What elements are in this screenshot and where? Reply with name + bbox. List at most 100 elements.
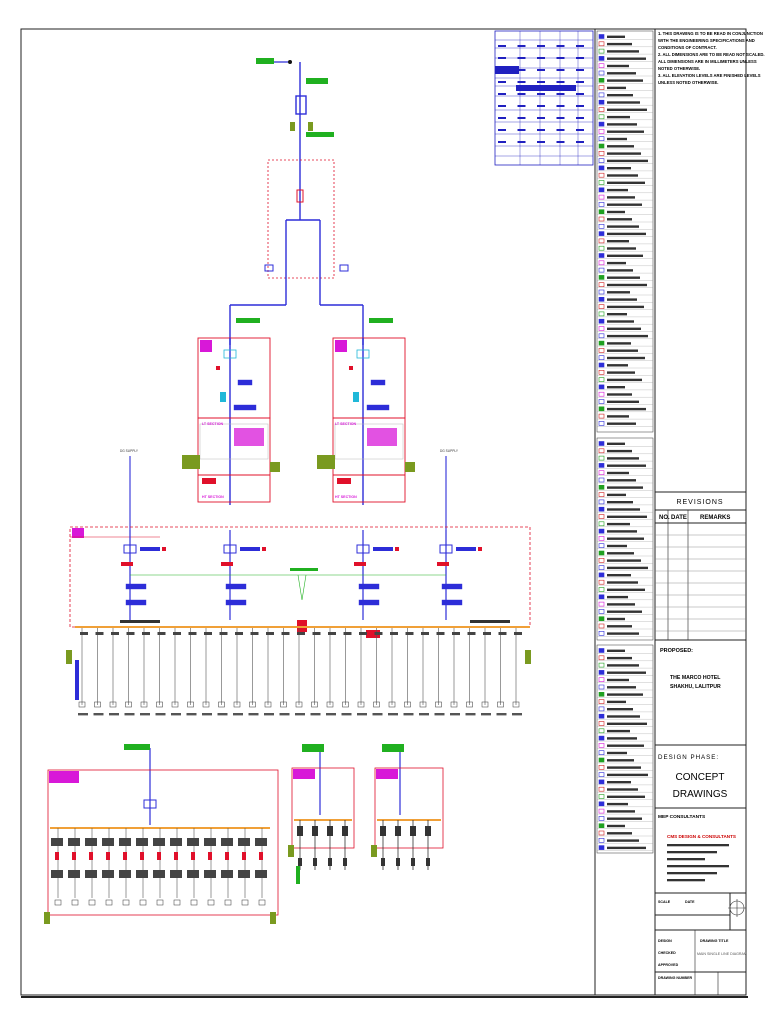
dg-supply-label-right: DG SUPPLY (440, 449, 459, 453)
legend-symbol-icon (598, 296, 605, 302)
legend-text-bar (607, 254, 643, 257)
feeder-load-icon (258, 899, 266, 906)
table-cell-text (576, 81, 584, 83)
breaker-icon (140, 852, 144, 860)
feeder-rating (281, 632, 290, 635)
revisions-rows (655, 534, 746, 632)
legend-symbol-icon (598, 506, 605, 512)
legend-symbol-icon (598, 413, 605, 419)
legend-text-bar (607, 94, 633, 97)
legend-symbol-icon (598, 304, 605, 309)
feeder-load-label (170, 870, 182, 878)
cable-marker (296, 866, 300, 884)
legend-symbol-icon (598, 224, 605, 229)
feeder-load-icon (342, 701, 349, 708)
feeder-load-label (233, 713, 243, 716)
feeder-load-label (264, 713, 274, 716)
legend-symbol-icon (598, 728, 605, 734)
ct-icon (353, 392, 359, 402)
legend-text-bar (607, 832, 632, 835)
legend-symbol-icon (598, 267, 605, 273)
sub-panel-label (382, 744, 404, 752)
feeder-load-icon (411, 858, 415, 866)
table-cell-text (537, 93, 545, 95)
table-cell-text (576, 45, 584, 47)
legend-symbol-icon (598, 550, 605, 556)
legend-text-bar (607, 581, 638, 584)
feeder-rating (312, 826, 318, 836)
legend-symbol-icon (598, 448, 605, 454)
feeder-load-icon (313, 858, 317, 866)
feeder-load-icon (122, 899, 130, 906)
legend-symbol-icon (598, 143, 605, 149)
table-cell-text (498, 105, 506, 107)
feeder-load-icon (190, 899, 198, 906)
feeder-rating (142, 632, 150, 635)
earth-pit-icon (405, 462, 415, 472)
legend-symbol-icon (598, 463, 605, 468)
ht-meter-label (306, 132, 334, 137)
legend-text-bar (607, 407, 646, 411)
feeder-load-icon (156, 701, 163, 708)
legend-symbol-icon (598, 114, 605, 120)
legend-text-bar (607, 566, 648, 570)
legend-symbol-icon (598, 830, 605, 836)
feeder-load-label (217, 713, 228, 716)
feeder-rating (359, 632, 367, 635)
feeder-rating (425, 826, 431, 836)
table-highlight (495, 66, 519, 74)
legend-text-bar (607, 574, 631, 577)
legend-symbol-icon (598, 721, 605, 726)
legend-text-bar (607, 167, 631, 170)
legend-symbol-icon (598, 794, 605, 799)
table-subheading (516, 85, 576, 91)
legend-text-bar (607, 35, 625, 38)
legend-symbol-icon (598, 136, 605, 141)
ct-meter (225, 583, 247, 590)
lt-note-box (199, 423, 269, 460)
legend-symbol-icon (598, 56, 605, 61)
feeder-rating (80, 632, 88, 635)
feeder-rating (111, 632, 119, 635)
legend-symbol-icon (598, 594, 605, 600)
legend-symbol-icon (598, 326, 605, 331)
legend-symbol-icon (598, 528, 605, 534)
feeder-rating (343, 632, 352, 635)
table-cell-text (556, 93, 565, 95)
legend-text-bar (607, 522, 630, 526)
legend-text-bar (607, 729, 630, 733)
breaker-icon (121, 562, 133, 566)
ct-meter (441, 583, 463, 590)
breaker-icon (89, 852, 93, 860)
feeder-load-icon (249, 701, 256, 708)
legend-symbol-icon (598, 587, 605, 592)
legend-text-bar (607, 471, 629, 475)
legend-symbol-icon (598, 601, 605, 607)
feeder-load-label (202, 713, 212, 716)
feeder-rating (188, 632, 197, 635)
design-phase-value-line1: CONCEPT (676, 772, 725, 783)
sub-panel-tag (49, 771, 79, 783)
legend-symbol-icon (598, 231, 605, 236)
legend-symbol-icon (598, 158, 605, 163)
cable-marker (75, 660, 79, 700)
feeder-load-icon (105, 899, 113, 906)
feeder-load-icon (435, 701, 442, 708)
legend-text-bar (607, 678, 629, 682)
checked-label: CHECKED (658, 951, 676, 955)
legend-text-bar (607, 269, 633, 272)
legend-box (596, 437, 654, 641)
legend-text-bar (607, 57, 646, 60)
feeder-rating (95, 632, 104, 635)
legend-symbol-icon (598, 499, 605, 505)
feeder-load-label (388, 713, 398, 716)
legend-text-bar (607, 810, 635, 813)
legend-text-bar (607, 415, 629, 418)
legend-text-bar (607, 693, 643, 696)
panel-tag (72, 528, 84, 538)
feeder-load-icon (326, 701, 334, 708)
legend-symbol-icon (598, 823, 605, 829)
cable-label (236, 318, 260, 323)
table-cell-text (517, 45, 526, 47)
feeder-rating (119, 838, 131, 846)
